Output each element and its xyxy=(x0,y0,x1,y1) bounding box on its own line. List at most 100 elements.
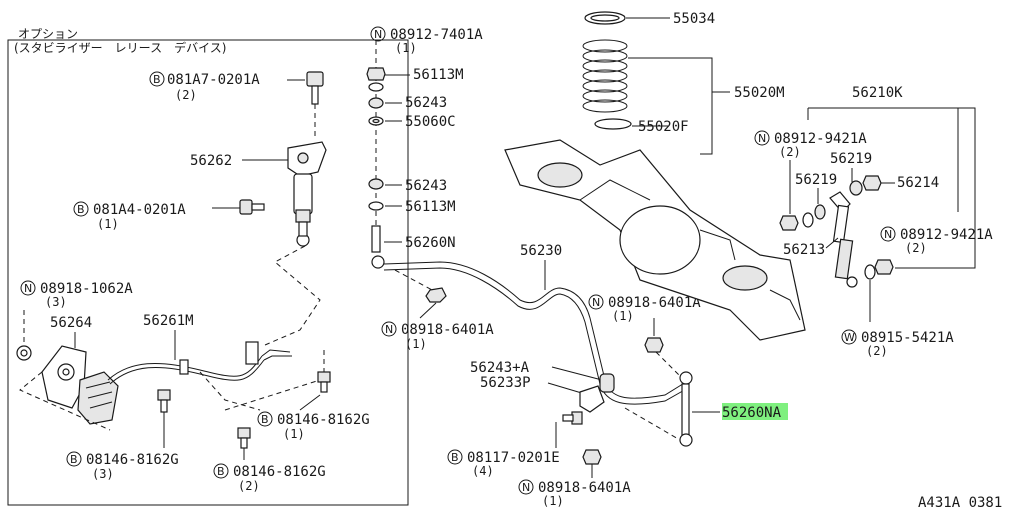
part-number: 56219 xyxy=(830,151,872,167)
callout-56243-bottom[interactable]: 56243 xyxy=(405,178,447,194)
bolt-icon xyxy=(237,427,251,449)
quantity: (2) xyxy=(175,88,197,102)
callout-08918-6401a-mid[interactable]: N 08918-6401A (1) xyxy=(588,294,701,323)
part-number: 08146-8162G xyxy=(86,452,179,468)
part-number: 08915-5421A xyxy=(861,330,954,346)
part-number: 56113M xyxy=(405,199,456,215)
part-number: 56233P xyxy=(480,375,531,391)
callout-56243-top[interactable]: 56243 xyxy=(405,95,447,111)
callout-08918-6401a-bottom[interactable]: N 08918-6401A (1) xyxy=(518,479,631,508)
callout-08912-7401a[interactable]: N 08912-7401A (1) xyxy=(370,26,483,55)
callout-081a7-0201a[interactable]: B 081A7-0201A (2) xyxy=(149,71,260,102)
stabilizer-bar: 56230 N 08918-6401A (1) xyxy=(381,243,689,405)
callout-08912-9421a-top[interactable]: N 08912-9421A (2) xyxy=(754,130,867,159)
quantity: (1) xyxy=(395,41,417,55)
callout-prefix: N xyxy=(385,323,393,336)
callout-prefix: N xyxy=(374,28,382,41)
nut-icon xyxy=(582,449,602,465)
nut-icon xyxy=(779,215,799,231)
part-number: 55034 xyxy=(673,11,715,27)
coil-spring-icon xyxy=(582,39,628,113)
callout-prefix: N xyxy=(522,481,530,494)
washer-icon xyxy=(368,116,384,126)
callout-08117-0201e[interactable]: B 08117-0201E (4) xyxy=(447,449,560,478)
part-number: 08918-1062A xyxy=(40,281,133,297)
part-number: 08918-6401A xyxy=(538,480,631,496)
part-number: 081A4-0201A xyxy=(93,202,186,218)
nut-icon xyxy=(425,287,447,303)
quantity: (1) xyxy=(283,427,305,441)
part-number: 56230 xyxy=(520,243,562,259)
shock-absorber-group: 56210K N 08912-9421A (2) 56219 56219 xyxy=(754,85,993,358)
callout-56219-a[interactable]: 56219 xyxy=(830,151,872,167)
actuator-cylinder-icon xyxy=(287,141,327,247)
quantity: (2) xyxy=(779,145,801,159)
callout-55020m[interactable]: 55020M xyxy=(734,85,785,101)
part-number: 56243 xyxy=(405,178,447,194)
washer-icon xyxy=(368,82,384,92)
quantity: (2) xyxy=(866,344,888,358)
part-number: 56261M xyxy=(143,313,194,329)
callout-56219-b[interactable]: 56219 xyxy=(795,172,837,188)
part-number: 08146-8162G xyxy=(277,412,370,428)
part-number: 08146-8162G xyxy=(233,464,326,480)
callout-56214[interactable]: 56214 xyxy=(897,175,939,191)
nut-icon xyxy=(862,175,882,191)
callout-prefix: N xyxy=(24,282,32,295)
callout-56264[interactable]: 56264 xyxy=(50,315,92,331)
part-number: 08918-6401A xyxy=(608,295,701,311)
callout-08146-8162g-3[interactable]: B 08146-8162G (3) xyxy=(66,451,179,481)
callout-08146-8162g-2[interactable]: B 08146-8162G (2) xyxy=(213,463,326,493)
part-number: 56262 xyxy=(190,153,232,169)
bolt-icon xyxy=(239,199,265,215)
callout-56262[interactable]: 56262 xyxy=(190,153,232,169)
callout-56260na[interactable]: 56260NA xyxy=(722,405,782,421)
callout-56113m-bottom[interactable]: 56113M xyxy=(405,199,456,215)
quantity: (3) xyxy=(45,295,67,309)
option-box-title: オプション xyxy=(18,27,78,41)
callout-56210k[interactable]: 56210K xyxy=(852,85,903,101)
callout-08918-6401a-left[interactable]: N 08918-6401A (1) xyxy=(381,321,494,351)
part-number: 55060C xyxy=(405,114,456,130)
quantity: (3) xyxy=(92,467,114,481)
part-number: 56213 xyxy=(783,242,825,258)
callout-56213[interactable]: 56213 xyxy=(783,242,825,258)
callout-56233p[interactable]: 56233P xyxy=(480,375,531,391)
callout-56261m[interactable]: 56261M xyxy=(143,313,194,329)
callout-08912-9421a-right[interactable]: N 08912-9421A (2) xyxy=(880,226,993,255)
part-number: 55020M xyxy=(734,85,785,101)
callout-56113m-top[interactable]: 56113M xyxy=(413,67,464,83)
callout-55060c[interactable]: 55060C xyxy=(405,114,456,130)
part-number: 08117-0201E xyxy=(467,450,560,466)
callout-08918-1062a[interactable]: N 08918-1062A (3) xyxy=(20,280,133,309)
callout-081a4-0201a[interactable]: B 081A4-0201A (1) xyxy=(73,201,186,231)
part-number: 08918-6401A xyxy=(401,322,494,338)
spring-insulator-icon xyxy=(594,118,632,130)
callout-56243-a[interactable]: 56243+A xyxy=(470,360,530,376)
callout-55034[interactable]: 55034 xyxy=(673,11,715,27)
bushing-icon xyxy=(814,204,826,220)
part-number: 08912-9421A xyxy=(774,131,867,147)
bar-mount-hardware: N 08918-6401A (1) 56243+A 56233P B 0 xyxy=(447,294,788,508)
callout-08146-8162g-1[interactable]: B 08146-8162G (1) xyxy=(257,411,370,441)
callout-prefix: B xyxy=(261,413,269,426)
callout-prefix: B xyxy=(217,465,225,478)
callout-56260n[interactable]: 56260N xyxy=(405,235,456,251)
part-number: 56210K xyxy=(852,85,903,101)
quantity: (1) xyxy=(542,494,564,508)
callout-56230[interactable]: 56230 xyxy=(520,243,562,259)
bolt-icon xyxy=(306,71,324,105)
stabilizer-link-icon xyxy=(371,225,385,269)
shock-absorber-icon xyxy=(829,191,858,288)
release-controller-icon xyxy=(41,345,119,425)
part-number: 08912-9421A xyxy=(900,227,993,243)
option-box-frame xyxy=(7,39,409,506)
cable-clamp-icon xyxy=(179,341,259,375)
callout-55020f[interactable]: 55020F xyxy=(638,119,689,135)
callout-08915-5421a[interactable]: W 08915-5421A (2) xyxy=(841,329,954,358)
part-number: 55020F xyxy=(638,119,689,135)
callout-prefix: N xyxy=(592,296,600,309)
quantity: (1) xyxy=(97,217,119,231)
part-number: 56243 xyxy=(405,95,447,111)
